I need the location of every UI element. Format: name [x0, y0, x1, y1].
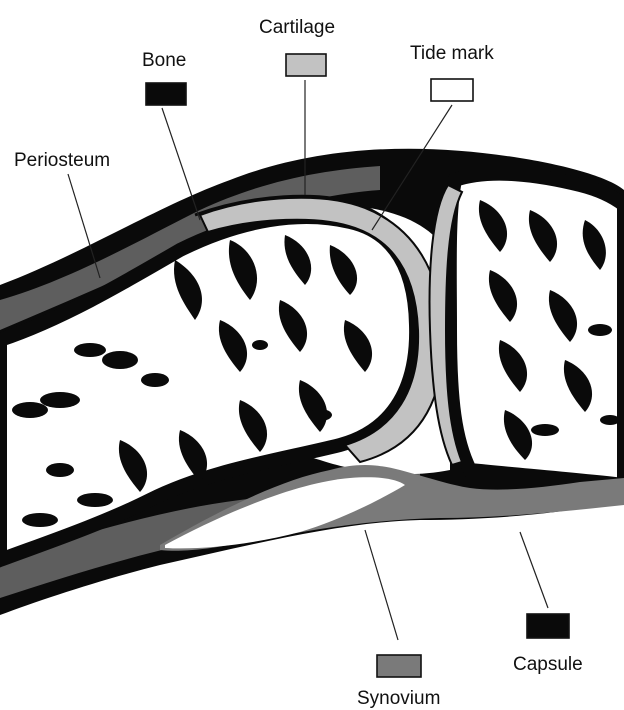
cartilage-label: Cartilage: [259, 17, 335, 38]
synovium-swatch: [377, 655, 421, 677]
periosteum-label: Periosteum: [14, 150, 110, 171]
synovium-label: Synovium: [357, 688, 440, 709]
cartilage-swatch: [286, 54, 326, 76]
capsule-leader-line: [520, 532, 548, 608]
bone-swatch: [146, 83, 186, 105]
synovium-leader-line: [365, 530, 398, 640]
bone-label: Bone: [142, 50, 186, 71]
tide-mark-swatch: [431, 79, 473, 101]
tide-mark-label: Tide mark: [410, 43, 494, 64]
capsule-label: Capsule: [513, 654, 583, 675]
capsule-swatch: [527, 614, 569, 638]
